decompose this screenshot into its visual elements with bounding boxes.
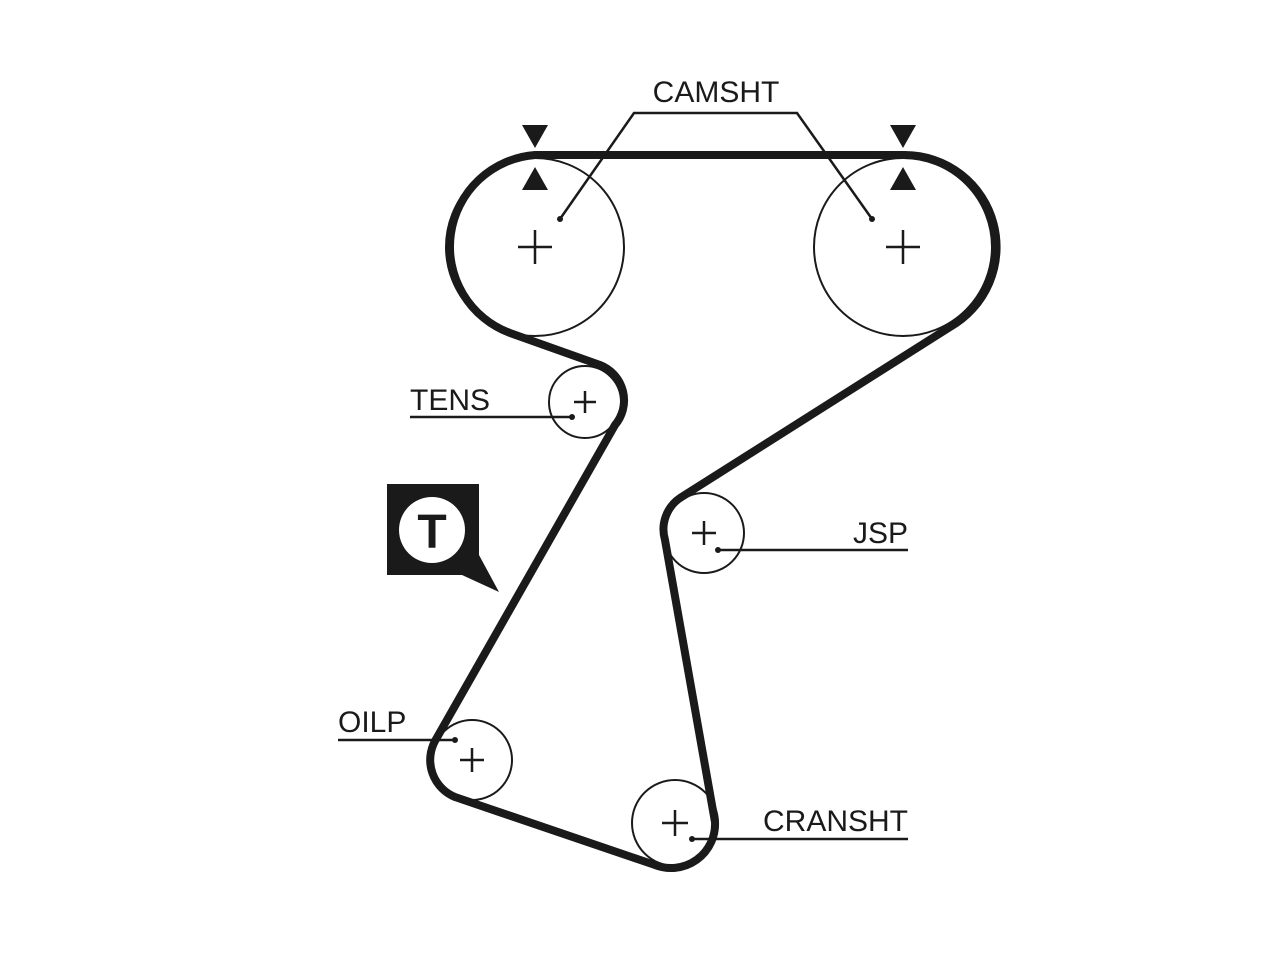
oil-pump-pulley (431, 719, 513, 801)
tensioner-leader (410, 414, 575, 420)
timing-mark-left (522, 125, 548, 190)
crankshaft-leader (689, 836, 908, 842)
camshaft-leader (557, 111, 875, 222)
timing-belt (426, 151, 1001, 873)
camshaft-label: CAMSHT (653, 76, 780, 109)
jackshaft-label: JSP (853, 517, 908, 550)
tensioner-badge-icon: T (387, 484, 499, 592)
camshaft-pulley-right (813, 157, 993, 337)
tensioner-label: TENS (410, 384, 490, 417)
jackshaft-pulley (663, 492, 745, 574)
crankshaft-label: CRANSHT (763, 805, 908, 838)
jackshaft-leader (715, 547, 908, 553)
tensioner-pulley (548, 365, 622, 439)
oil-pump-leader (338, 737, 458, 743)
timing-mark-right (890, 125, 916, 190)
crankshaft-pulley (631, 779, 719, 867)
oil-pump-label: OILP (338, 706, 406, 739)
tensioner-badge-letter: T (417, 506, 446, 559)
camshaft-pulley-left (445, 157, 625, 337)
